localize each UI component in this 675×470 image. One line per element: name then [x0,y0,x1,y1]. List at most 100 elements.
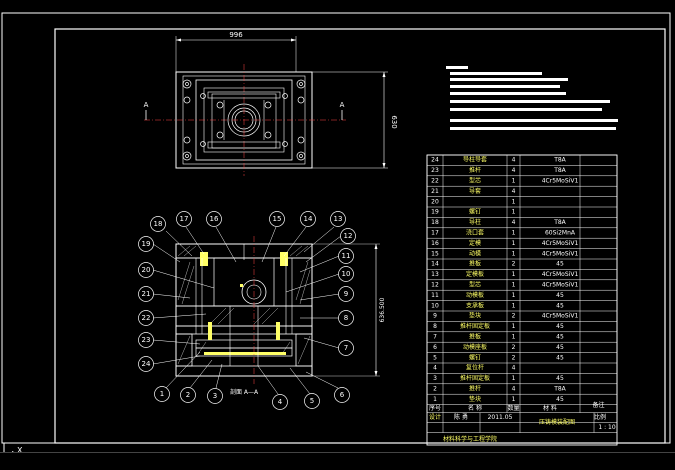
svg-text:5: 5 [310,397,314,405]
svg-text:15: 15 [273,215,282,223]
section-mark-left: A [144,101,149,109]
svg-text:21: 21 [142,290,151,298]
svg-text:16: 16 [210,215,219,223]
table-cell-no: 9 [433,313,437,320]
svg-text:8: 8 [344,314,348,322]
table-cell-no: 11 [431,292,439,299]
drawing-area[interactable]: 9 9 6 630 [0,0,675,452]
balloon-14: 14 [283,211,316,257]
balloon-20: 20 [138,262,215,289]
table-cell-no: 18 [431,219,439,226]
table-cell-material: 4Cr5MoSiV1 [542,178,579,185]
table-cell-no: 22 [431,178,439,185]
height-dimension-label: 636.500 [379,297,386,322]
table-cell-no: 4 [433,365,437,372]
balloon-19: 19 [138,236,181,263]
table-cell-qty: 1 [512,209,516,216]
balloon-22: 22 [138,310,207,326]
table-cell-material: 45 [556,292,564,299]
table-cell-no: 5 [433,354,437,361]
table-cell-qty: 4 [512,167,516,174]
balloon-15: 15 [261,211,285,263]
table-cell-no: 17 [431,230,439,237]
table-cell-no: 16 [431,240,439,247]
table-cell-material: 45 [556,344,564,351]
top-view[interactable]: 996 630 [144,31,398,176]
table-cell-material: 4Cr5MoSiV1 [542,313,579,320]
table-cell-name: 推板 [469,333,481,341]
svg-text:19: 19 [142,240,151,248]
part-balloons[interactable]: 18 17 16 15 14 13 19 20 21 22 23 24 12 1… [138,211,356,410]
table-cell-material: T8A [553,167,566,174]
table-cell-material: 4Cr5MoSiV1 [542,240,579,247]
table-cell-no: 1 [433,396,437,403]
svg-text:1: 1 [160,390,164,398]
title-drawing-name: 压铸模装配图 [539,418,575,426]
svg-text:17: 17 [180,215,189,223]
table-cell-name: 动模板 [466,291,484,299]
table-cell-material: T8A [553,386,566,393]
table-cell-material: T8A [553,157,566,164]
title-designer-name: 陈 勇 [454,413,468,421]
table-cell-no: 7 [433,334,437,341]
section-view[interactable]: 636.500 剖面 A—A [175,236,386,396]
svg-text:22: 22 [142,314,151,322]
table-cell-name: 导柱导套 [463,156,487,164]
balloon-23: 23 [138,332,201,348]
table-cell-no: 19 [431,209,439,216]
svg-text:3: 3 [213,392,217,400]
table-header-name: 名 称 [468,404,482,412]
table-cell-qty: 1 [512,240,516,247]
section-mark-right: A [340,101,345,109]
balloon-24: 24 [138,355,201,372]
table-cell-name: 动模 [469,249,481,257]
balloon-2: 2 [180,359,213,403]
table-cell-material: 4Cr5MoSiV1 [542,282,579,289]
table-cell-qty: 1 [512,230,516,237]
table-cell-qty: 2 [512,313,516,320]
title-date: 2011.05 [488,414,513,421]
ucs-x-label: X [17,446,22,455]
title-scale: 1 : 10 [598,424,615,431]
table-cell-name: 定模 [469,239,481,247]
table-cell-name: 推杆 [469,166,481,174]
table-cell-material: 45 [556,261,564,268]
table-cell-no: 21 [431,188,439,195]
table-cell-qty: 4 [512,386,516,393]
balloon-16: 16 [206,211,237,263]
table-cell-qty: 1 [512,178,516,185]
table-cell-qty: 1 [512,198,516,205]
table-cell-qty: 1 [512,271,516,278]
balloon-21: 21 [138,286,191,302]
table-cell-qty: 4 [512,157,516,164]
table-cell-qty: 2 [512,354,516,361]
balloon-4: 4 [257,365,288,410]
title-scale-label: 比例 [594,413,606,421]
table-cell-material: 45 [556,334,564,341]
balloon-5: 5 [289,367,320,409]
balloon-9: 9 [299,286,354,302]
svg-text:12: 12 [344,232,353,240]
command-line[interactable] [0,452,675,470]
svg-text:11: 11 [342,252,351,260]
table-cell-name: 复位杆 [466,364,484,372]
table-cell-name: 推板 [469,260,481,268]
table-cell-qty: 1 [512,250,516,257]
table-cell-qty: 1 [512,292,516,299]
table-cell-name: 垫块 [469,312,481,320]
balloon-6: 6 [305,371,350,403]
table-header-material: 材 料 [543,404,557,412]
table-cell-no: 15 [431,250,439,257]
table-cell-material: 45 [556,396,564,403]
table-cell-no: 20 [431,198,439,205]
table-cell-material: 4Cr5MoSiV1 [542,250,579,257]
svg-text:20: 20 [142,266,151,274]
table-cell-name: 导套 [469,187,481,195]
section-title: 剖面 A—A [230,388,259,396]
technical-notes [446,66,618,130]
side-dimension-label: 630 [390,115,398,128]
svg-text:14: 14 [304,215,313,223]
table-cell-name: 动模座板 [463,343,487,351]
